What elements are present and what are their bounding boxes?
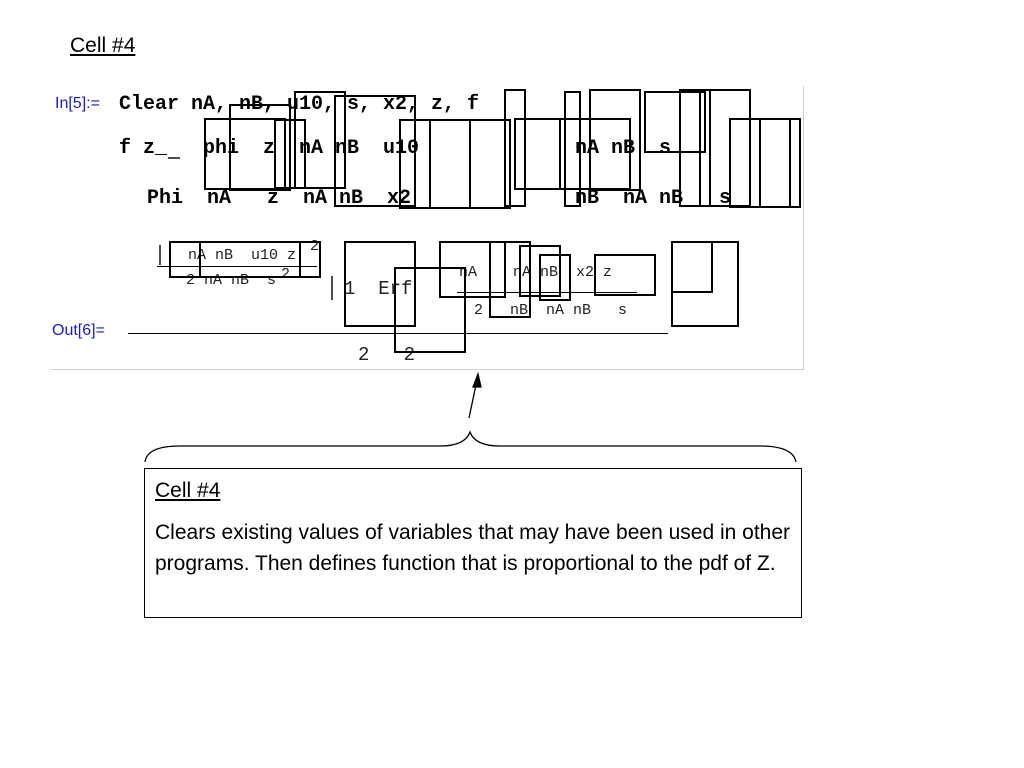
slide-title: Cell #4 xyxy=(70,34,136,57)
output-exp-fraction-bar xyxy=(157,266,317,267)
output-prompt: Out[6]= xyxy=(52,322,105,339)
pointer-arrow-line xyxy=(468,379,478,419)
code-fragment-right-1: nA nB s xyxy=(575,137,672,160)
pointer-arrowhead xyxy=(472,371,482,388)
output-erf-denominator: 2 nB nA nB s xyxy=(474,302,628,319)
output-bottom-fraction: 2 2 xyxy=(358,344,416,366)
curly-brace xyxy=(144,430,797,463)
code-fragment-right-2: nB nA nB s xyxy=(575,187,732,210)
output-erf-numerator: nA nA nB x2 z xyxy=(459,264,613,281)
code-line-phi: Phi nA z nA nB x2 xyxy=(147,187,412,210)
input-prompt: In[5]:= xyxy=(55,95,100,112)
output-exp-power: 2 xyxy=(310,238,320,255)
output-erf: 1 Erf xyxy=(344,278,413,300)
output-erf-fraction-bar xyxy=(457,292,637,293)
output-exp-numerator: nA nB u10 z xyxy=(170,247,297,264)
annotation-heading: Cell #4 xyxy=(155,479,221,502)
code-line-define-f: f z_ phi z nA nB u10 xyxy=(119,137,420,160)
output-exp-denominator: 2 nA nB s xyxy=(186,272,277,289)
annotation-box: Cell #4 Clears existing values of variab… xyxy=(144,468,802,618)
code-line-clear: Clear nA, nB, u10, s, x2, z, f xyxy=(119,93,480,116)
output-exp-den-power: 2 xyxy=(281,266,291,283)
output-main-fraction-bar xyxy=(128,333,668,334)
notebook-frame xyxy=(50,86,804,370)
annotation-description: Clears existing values of variables that… xyxy=(155,521,791,575)
